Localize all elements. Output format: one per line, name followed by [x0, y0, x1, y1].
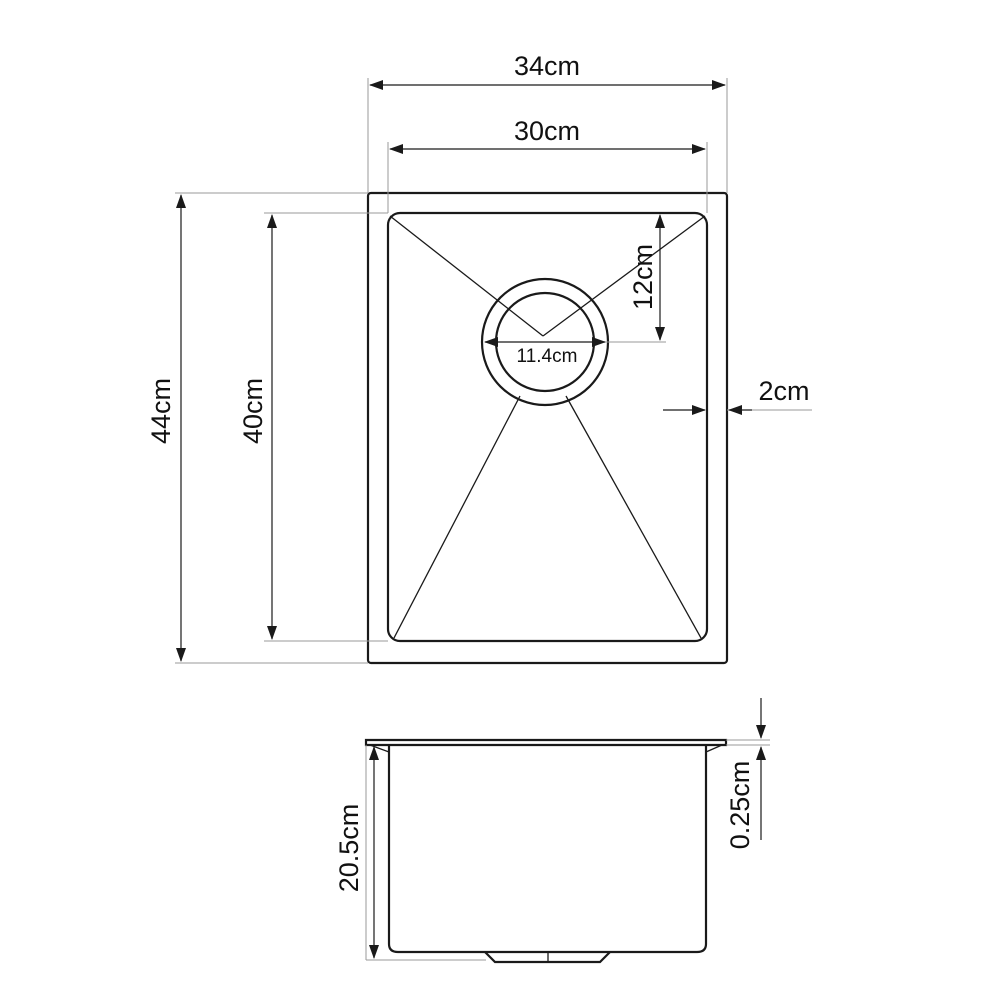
sink-outer-rim — [366, 191, 729, 665]
dimension-depth: 20.5cm — [334, 746, 379, 959]
dimension-drain-diameter: 11.4cm — [484, 337, 606, 367]
sink-inner-bowl — [386, 211, 709, 643]
label-drain-offset: 12cm — [628, 244, 658, 310]
sink-lip — [364, 738, 728, 747]
label-inner-length: 40cm — [238, 378, 268, 444]
sink-bowl-profile — [387, 745, 708, 954]
dimension-inner-width: 30cm — [389, 116, 706, 154]
dimension-drain-offset: 12cm — [628, 214, 665, 341]
dimension-outer-width: 34cm — [369, 51, 726, 90]
label-depth: 20.5cm — [334, 804, 364, 893]
label-inner-width: 30cm — [514, 116, 580, 146]
top-view: 34cm 30cm 44cm 40cm 12cm 11.4cm — [146, 51, 812, 665]
label-lip-thickness: 0.25cm — [725, 761, 755, 850]
extension-lines — [175, 78, 812, 664]
side-view: 20.5cm 0.25cm — [334, 698, 770, 964]
dimension-inner-length: 40cm — [238, 214, 277, 640]
dimension-lip-thickness: 0.25cm — [725, 698, 766, 850]
bowl-slope-lines — [389, 215, 706, 639]
label-rim-width: 2cm — [758, 376, 809, 406]
label-outer-length: 44cm — [146, 378, 176, 444]
label-outer-width: 34cm — [514, 51, 580, 81]
dimension-rim-width: 2cm — [663, 376, 810, 415]
label-drain-diameter: 11.4cm — [517, 346, 578, 367]
side-extension-lines — [365, 739, 770, 961]
dimension-outer-length: 44cm — [146, 194, 186, 662]
